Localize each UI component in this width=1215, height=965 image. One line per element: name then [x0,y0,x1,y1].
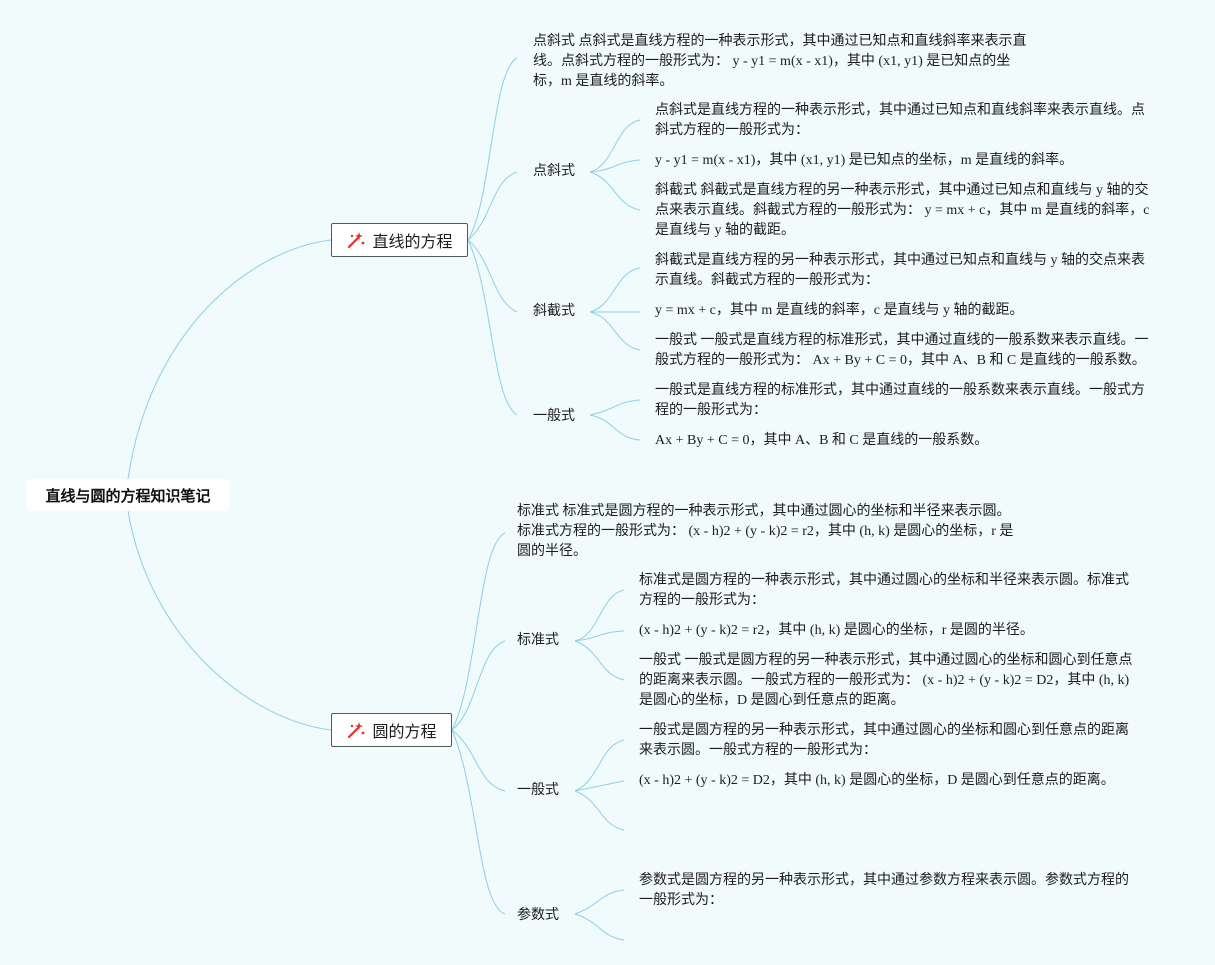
branch-slope-intercept[interactable]: 斜截式 [533,304,575,319]
leaf-slope-intercept-desc[interactable]: 斜截式是直线方程的另一种表示形式，其中通过已知点和直线与 y 轴的交点来表示直线… [655,253,1145,288]
root-node[interactable]: 直线与圆的方程知识笔记 [26,479,230,511]
link-circle-b3 [451,729,506,915]
sparkle-icon [348,722,365,739]
leaf-standard-form-desc[interactable]: 标准式是圆方程的一种表示形式，其中通过圆心的坐标和半径来表示圆。标准式方程的一般… [639,573,1129,608]
leaf-standard-form-extra[interactable]: 一般式 一般式是圆方程的另一种表示形式，其中通过圆心的坐标和圆心到任意点的距离来… [639,653,1133,708]
branch-standard-form[interactable]: 标准式 [517,633,559,648]
link-root-line [127,239,332,480]
leaf-point-slope-formula[interactable]: y - y1 = m(x - x1)，其中 (x1, y1) 是已知点的坐标，m… [655,153,1074,168]
leaf-slope-intercept-formula[interactable]: y = mx + c，其中 m 是直线的斜率，c 是直线与 y 轴的截距。 [655,303,1024,318]
link-root-circle [127,510,332,731]
leaf-circle-general-desc[interactable]: 一般式是圆方程的另一种表示形式，其中通过圆心的坐标和圆心到任意点的距离来表示圆。… [639,723,1129,758]
leaf-circle-general-formula[interactable]: (x - h)2 + (y - k)2 = D2，其中 (h, k) 是圆心的坐… [639,773,1115,788]
topic-line-label: 直线的方程 [372,234,453,251]
root-title: 直线与圆的方程知识笔记 [45,486,211,505]
link-line-b1 [467,171,518,241]
leaf-general-form-formula[interactable]: Ax + By + C = 0，其中 A、B 和 C 是直线的一般系数。 [655,433,989,448]
link-circle-intro [451,532,506,731]
topic-circle-equation[interactable]: 圆的方程 [331,713,452,747]
link-line-intro [467,57,518,241]
branch-point-slope[interactable]: 点斜式 [533,164,575,179]
branch-general-form[interactable]: 一般式 [533,409,575,424]
leaf-standard-form-formula[interactable]: (x - h)2 + (y - k)2 = r2，其中 (h, k) 是圆心的坐… [639,623,1034,638]
circle-intro-note[interactable]: 标准式 标准式是圆方程的一种表示形式，其中通过圆心的坐标和半径来表示圆。标准式方… [517,504,1014,559]
leaf-slope-intercept-extra[interactable]: 一般式 一般式是直线方程的标准形式，其中通过直线的一般系数来表示直线。一般式方程… [655,333,1149,368]
topic-line-equation[interactable]: 直线的方程 [331,223,468,257]
link-line-b2 [467,239,518,313]
leaf-point-slope-extra[interactable]: 斜截式 斜截式是直线方程的另一种表示形式，其中通过已知点和直线与 y 轴的交点来… [655,183,1150,238]
branch-circle-general-form[interactable]: 一般式 [517,783,559,798]
link-circle-b1 [451,640,506,731]
link-circle-b2 [451,729,506,792]
leaf-general-form-desc[interactable]: 一般式是直线方程的标准形式，其中通过直线的一般系数来表示直线。一般式方程的一般形… [655,383,1145,418]
leaf-point-slope-desc[interactable]: 点斜式是直线方程的一种表示形式，其中通过已知点和直线斜率来表示直线。点斜式方程的… [655,103,1145,138]
line-intro-note[interactable]: 点斜式 点斜式是直线方程的一种表示形式，其中通过已知点和直线斜率来表示直线。点斜… [533,34,1027,89]
topic-circle-label: 圆的方程 [372,724,437,741]
sparkle-icon [348,232,365,249]
branch-parametric-form[interactable]: 参数式 [517,908,559,923]
link-line-b3 [467,239,518,416]
leaf-parametric-desc[interactable]: 参数式是圆方程的另一种表示形式，其中通过参数方程来表示圆。参数式方程的一般形式为… [639,873,1129,908]
